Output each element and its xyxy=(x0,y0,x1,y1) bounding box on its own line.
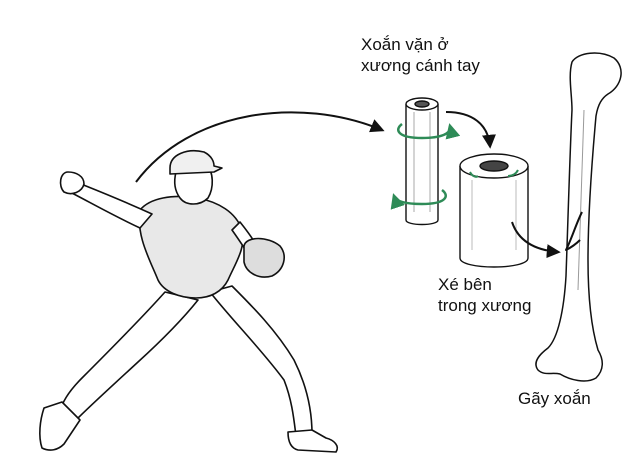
throw-arrow xyxy=(135,111,385,183)
front-leg xyxy=(209,285,313,437)
fracture-arrow xyxy=(511,221,561,259)
rotation-arrow-top xyxy=(397,123,461,140)
throwing-hand xyxy=(59,171,85,195)
back-leg xyxy=(59,291,199,421)
spiral-fracture xyxy=(565,211,583,251)
humerus-bone xyxy=(535,52,622,382)
twist-label: Xoắn vặn ở xương cánh tay xyxy=(361,34,480,76)
transition-arrow xyxy=(445,111,496,149)
cap xyxy=(169,150,223,175)
tear-label: Xé bên trong xương xyxy=(438,274,531,316)
back-shoe xyxy=(39,401,81,451)
tear-label-line2: trong xương xyxy=(438,296,532,315)
twist-label-line2: xương cánh tay xyxy=(361,56,480,75)
pitcher-figure xyxy=(39,150,339,453)
twist-label-line1: Xoắn vặn ở xyxy=(361,35,449,54)
twist-cylinder xyxy=(405,97,439,226)
rotation-arrow-bottom xyxy=(390,189,447,210)
tear-label-line1: Xé bên xyxy=(438,275,492,294)
tear-cylinder xyxy=(459,153,529,268)
fracture-label-text: Gãy xoắn xyxy=(518,389,591,408)
front-shoe xyxy=(287,429,339,453)
fracture-label: Gãy xoắn xyxy=(518,388,591,409)
glove xyxy=(243,237,285,278)
torso xyxy=(138,195,244,299)
